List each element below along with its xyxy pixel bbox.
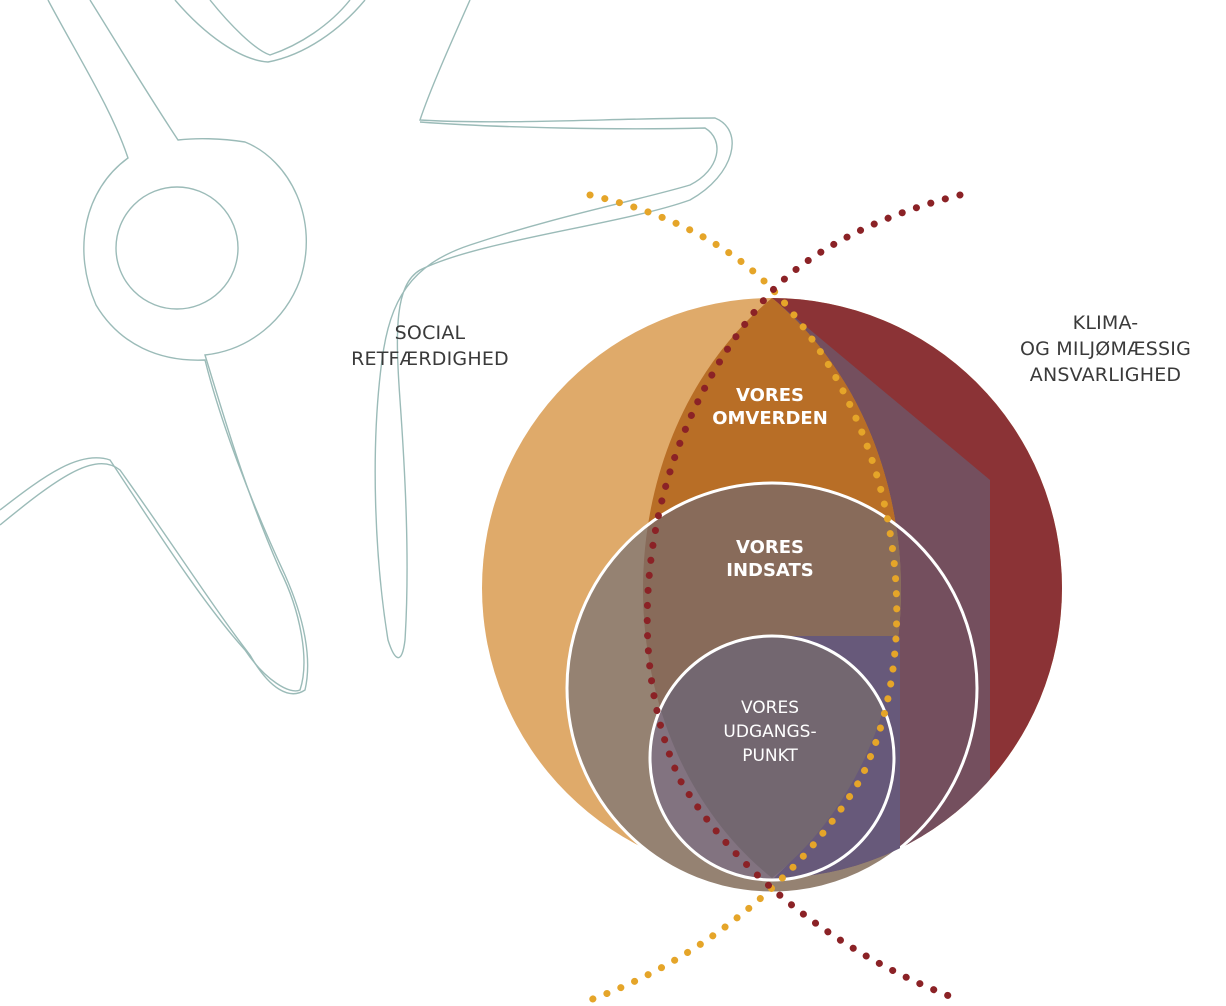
label-indsats: VORES INDSATS xyxy=(726,537,814,581)
label-udgangspunkt: VORES UDGANGS- PUNKT xyxy=(723,698,817,766)
label-climate-responsibility: KLIMA- OG MILJØMÆSSIG ANSVARLIGHED xyxy=(1019,312,1191,386)
decorative-star-outline-icon xyxy=(0,0,733,695)
dotted-line-red xyxy=(643,191,964,1004)
label-omverden: VORES OMVERDEN xyxy=(712,385,828,429)
dotted-line-gold xyxy=(586,191,901,1004)
label-social-justice: SOCIAL RETFÆRDIGHED xyxy=(351,322,509,370)
